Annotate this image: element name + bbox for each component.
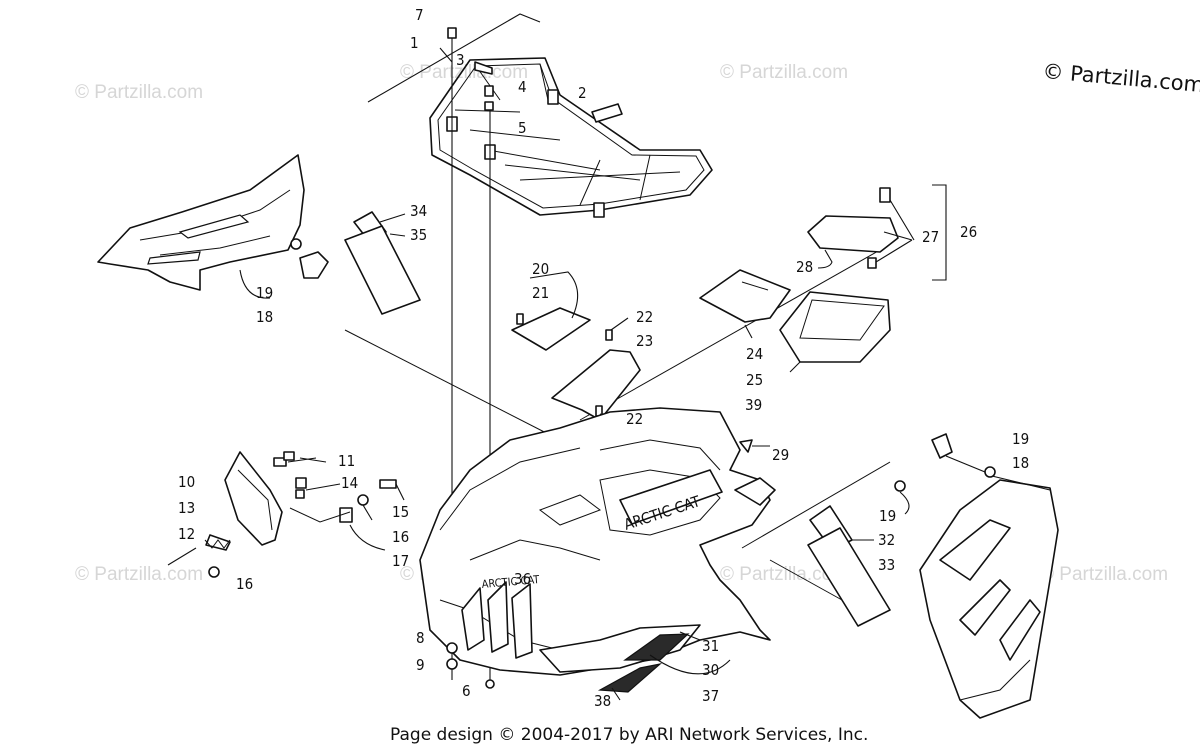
- callout-22: 22: [636, 308, 653, 326]
- grille-logo: ARCTIC CAT: [481, 573, 541, 591]
- callout-13: 13: [178, 499, 195, 517]
- watermark: © Partzilla.com: [400, 62, 528, 83]
- callout-26: 26: [960, 223, 977, 241]
- watermark: © Partzilla.com: [720, 564, 848, 585]
- callout-7: 7: [415, 6, 424, 24]
- callout-39: 39: [745, 396, 762, 414]
- callout-21: 21: [532, 284, 549, 302]
- callout-27: 27: [922, 228, 939, 246]
- callout-31: 31: [702, 637, 719, 655]
- callout-19: 19: [879, 507, 896, 525]
- right-side-panel: [919, 479, 1059, 719]
- callout-18: 18: [256, 308, 273, 326]
- watermarks: © Partzilla.com © Partzilla.com © Partzi…: [75, 62, 1168, 585]
- watermark: © Partzilla.com: [1040, 564, 1168, 585]
- callout-29: 29: [772, 446, 789, 464]
- callout-17: 17: [392, 552, 409, 570]
- callout-16: 16: [236, 575, 253, 593]
- callout-9: 9: [416, 656, 425, 674]
- callout-11: 11: [338, 452, 355, 470]
- callout-2: 2: [578, 84, 587, 102]
- callout-3: 3: [456, 51, 465, 69]
- watermark: © Partzilla.com: [75, 564, 203, 585]
- copyright-badge: © Partzilla.com: [1042, 59, 1200, 97]
- grille: ARCTIC CAT: [461, 573, 541, 659]
- callout-30: 30: [702, 661, 719, 679]
- callout-28: 28: [796, 258, 813, 276]
- callout-8: 8: [416, 629, 425, 647]
- callout-labels: 7 1 3 4 5 2 34 35 19 18 20 21 22 23 22 2…: [178, 6, 1029, 710]
- callout-12: 12: [178, 525, 195, 543]
- callout-23: 23: [636, 332, 653, 350]
- callout-20: 20: [532, 260, 549, 278]
- callout-1: 1: [410, 34, 419, 52]
- callout-24: 24: [746, 345, 763, 363]
- callout-4: 4: [518, 78, 527, 96]
- callout-19: 19: [256, 284, 273, 302]
- callout-38: 38: [594, 692, 611, 710]
- callout-22: 22: [626, 410, 643, 428]
- callout-25: 25: [746, 371, 763, 389]
- headlight-assembly: [205, 451, 283, 551]
- callout-5: 5: [518, 119, 527, 137]
- callout-32: 32: [878, 531, 895, 549]
- front-rack: [429, 57, 713, 218]
- callout-10: 10: [178, 473, 195, 491]
- callout-18: 18: [1012, 454, 1029, 472]
- callout-36: 36: [514, 570, 531, 588]
- left-side-panel: [97, 154, 305, 291]
- page-footer: Page design © 2004-2017 by ARI Network S…: [390, 725, 868, 745]
- callout-35: 35: [410, 226, 427, 244]
- watermark: © Partzilla.com: [75, 82, 203, 103]
- callout-15: 15: [392, 503, 409, 521]
- callout-14: 14: [341, 474, 358, 492]
- callout-19: 19: [1012, 430, 1029, 448]
- callout-37: 37: [702, 687, 719, 705]
- callout-16: 16: [392, 528, 409, 546]
- callout-33: 33: [878, 556, 895, 574]
- callout-6: 6: [462, 682, 471, 700]
- callout-34: 34: [410, 202, 427, 220]
- watermark: © Partzilla.com: [720, 62, 848, 83]
